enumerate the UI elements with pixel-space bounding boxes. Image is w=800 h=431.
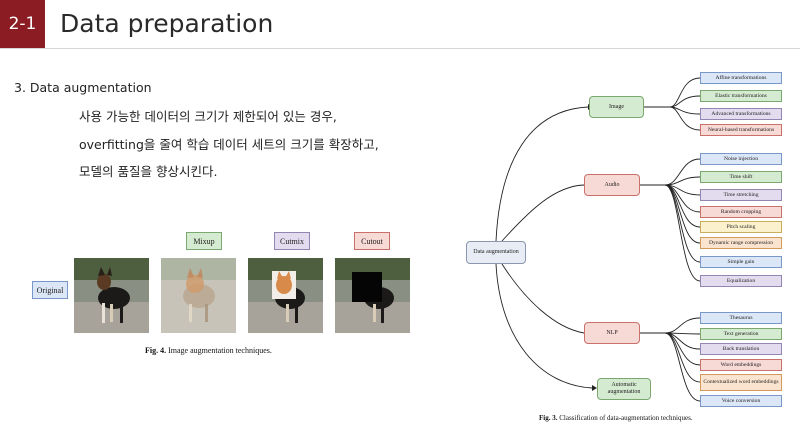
- connector-root-nlp: [501, 263, 585, 334]
- diagram-branch-image: Image: [589, 96, 644, 118]
- leaf-time-stretching: Time stretching: [700, 189, 782, 201]
- leaf-advanced-transformations: Advanced transformations: [700, 108, 782, 120]
- section-heading: 3. Data augmentation: [14, 80, 152, 95]
- dog-photo-cutmix: [248, 258, 323, 333]
- description-line-3: 모델의 품질을 향상시킨다.: [79, 164, 218, 179]
- label-original: Original: [32, 281, 68, 299]
- connector-root-image: [495, 106, 589, 242]
- diagram-root-node: Data augmentation: [466, 241, 526, 264]
- figure-3-caption: Fig. 3. Classification of data-augmentat…: [539, 414, 693, 422]
- diagram-branch-audio: Audio: [584, 174, 640, 196]
- leaf-contextualized-word-embeddings: Contextualized word embeddings: [700, 374, 782, 391]
- dog-photo-mixup: [161, 258, 236, 333]
- leaf-thesaurus: Thesaurus: [700, 312, 782, 324]
- leaf-neural-based-transformations: Neural-based transformations: [700, 124, 782, 136]
- leaf-simple-gain: Simple gain: [700, 256, 782, 268]
- figure-4-caption-text: Image augmentation techniques.: [168, 346, 272, 355]
- leaf-voice-conversion: Voice conversion: [700, 395, 782, 407]
- leaf-dynamic-range-compression: Dynamic range compression: [700, 237, 782, 249]
- figure-3-caption-prefix: Fig. 3.: [539, 414, 558, 422]
- leaf-noise-injection: Noise injection: [700, 153, 782, 165]
- leaf-pitch-scaling: Pitch scaling: [700, 221, 782, 233]
- leaf-random-cropping: Random cropping: [700, 206, 782, 218]
- diagram-branch-nlp: NLP: [584, 322, 640, 344]
- leaf-word-embeddings: Word embeddings: [700, 359, 782, 371]
- connector-root-automatic: [495, 263, 593, 389]
- leaf-elastic-transformations: Elastic transformations: [700, 90, 782, 102]
- page-title: Data preparation: [60, 9, 274, 38]
- label-mixup: Mixup: [186, 232, 222, 250]
- leaf-equalization: Equalization: [700, 275, 782, 287]
- leaf-time-shift: Time shift: [700, 171, 782, 183]
- label-cutout: Cutout: [354, 232, 390, 250]
- diagram-branch-automatic: Automatic augmentation: [597, 378, 651, 400]
- figure-4-caption: Fig. 4. Image augmentation techniques.: [145, 346, 272, 355]
- label-cutmix: Cutmix: [274, 232, 310, 250]
- connector-root-audio: [501, 184, 585, 242]
- leaf-back-translation: Back translation: [700, 343, 782, 355]
- figure-3-caption-text: Classification of data-augmentation tech…: [559, 414, 693, 422]
- header-divider: [0, 48, 800, 49]
- dog-photo-original: [74, 258, 149, 333]
- dog-photo-cutout: [335, 258, 410, 333]
- figure-4-caption-prefix: Fig. 4.: [145, 346, 167, 355]
- description-line-2: overfitting을 줄여 학습 데이터 세트의 크기를 확장하고,: [79, 137, 379, 152]
- description-line-1: 사용 가능한 데이터의 크기가 제한되어 있는 경우,: [79, 109, 337, 124]
- leaf-affine-transformations: Affine transformations: [700, 72, 782, 84]
- leaf-text-generation: Text generation: [700, 328, 782, 340]
- section-number-badge: 2-1: [0, 0, 45, 48]
